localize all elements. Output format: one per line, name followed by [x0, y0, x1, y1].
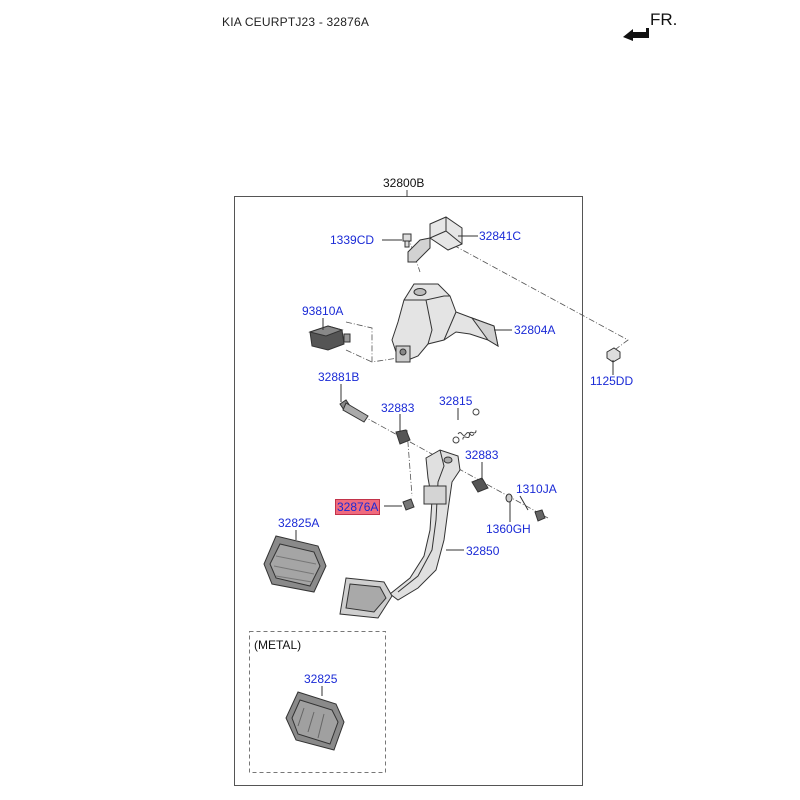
part-label-32825a[interactable]: 32825A — [278, 516, 320, 530]
front-direction-indicator: FR. — [622, 10, 692, 45]
part-label-32804a[interactable]: 32804A — [514, 323, 556, 337]
part-label-1125dd[interactable]: 1125DD — [590, 374, 634, 388]
pedal-pad-32825-icon — [285, 691, 345, 751]
part-label-32876a[interactable]: 32876A — [335, 499, 381, 515]
part-label-32883-lower[interactable]: 32883 — [465, 448, 499, 462]
part-label-32881b[interactable]: 32881B — [318, 370, 360, 384]
label-leaders — [295, 235, 614, 696]
bolt-32881b-icon — [339, 399, 369, 423]
page-title: KIA CEURPTJ23 - 32876A — [222, 15, 370, 29]
part-label-93810a[interactable]: 93810A — [302, 304, 344, 318]
front-arrow-icon — [623, 28, 649, 41]
assembly-label: 32800B — [383, 176, 425, 190]
part-label-32841c[interactable]: 32841C — [479, 229, 522, 243]
part-label-32825[interactable]: 32825 — [304, 672, 338, 686]
variant-frame — [249, 631, 386, 773]
pedal-pad-32825a-icon — [263, 535, 327, 593]
spring-32815-icon — [452, 408, 480, 444]
part-label-32815[interactable]: 32815 — [439, 394, 473, 408]
part-label-32850[interactable]: 32850 — [466, 544, 500, 558]
nut-1310ja-icon — [534, 509, 546, 522]
bolt-1339cd-icon — [402, 233, 412, 248]
switch-93810a-icon — [308, 325, 351, 351]
pedal-pad-32850-icon — [339, 577, 393, 619]
front-direction-label: FR. — [650, 10, 678, 29]
washer-1360gh-icon — [505, 493, 513, 503]
part-label-32883-upper[interactable]: 32883 — [381, 401, 415, 415]
part-label-1360gh[interactable]: 1360GH — [486, 522, 531, 536]
variant-title: (METAL) — [254, 638, 302, 652]
bracket-32804a-icon — [391, 283, 499, 363]
assembly-frame — [234, 196, 583, 786]
bushing-upper-icon — [395, 429, 411, 445]
part-label-1339cd[interactable]: 1339CD — [330, 233, 375, 247]
bracket-32841c-icon — [407, 216, 463, 263]
bushing-lower-icon — [471, 477, 489, 493]
pedal-arm-32850-icon — [389, 449, 461, 601]
part-label-1310ja[interactable]: 1310JA — [516, 482, 557, 496]
assembly-guide-lines — [345, 235, 629, 519]
stopper-32876a-icon — [402, 498, 415, 511]
